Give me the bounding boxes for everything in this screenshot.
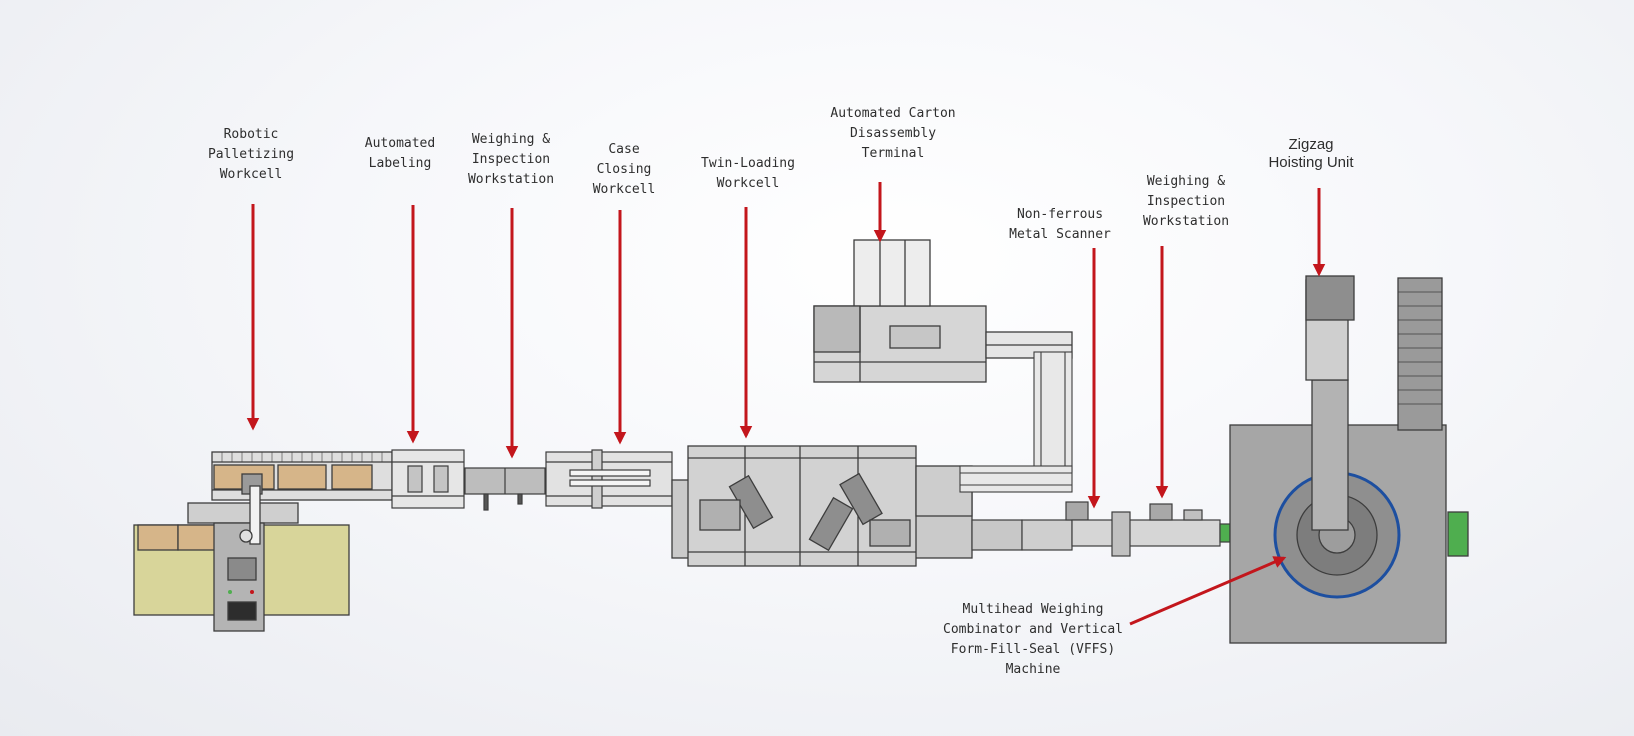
robotic-palletizing-machine: [133, 451, 393, 632]
twin-loading-machine: [671, 445, 973, 567]
label-line: Workstation: [1142, 214, 1230, 229]
label-line: Labeling: [368, 156, 432, 171]
return-conveyor: [959, 351, 1073, 493]
label-line: Automated Carton: [830, 106, 956, 121]
label-multihead-vffs: Multihead Weighing Combinator and Vertic…: [943, 600, 1123, 680]
label-line: Case: [608, 142, 640, 157]
front-conveyor-line: [391, 449, 673, 511]
label-zigzag-hoisting: Zigzag Hoisting Unit: [1268, 136, 1353, 172]
robot-base-frame: [187, 502, 299, 524]
label-line: Workstation: [467, 172, 555, 187]
label-line: Workcell: [219, 167, 283, 182]
zigzag-hopper: [1305, 275, 1355, 321]
label-line: Machine: [1005, 662, 1061, 677]
label-case-closing: Case Closing Workcell: [593, 140, 656, 200]
label-line: Closing: [596, 162, 652, 177]
label-line: Metal Scanner: [1009, 227, 1111, 242]
outfeed-conveyor: [971, 501, 1231, 557]
label-line: Palletizing: [207, 147, 295, 162]
labeling-machine: [391, 449, 465, 509]
label-line: Non-ferrous: [1016, 207, 1104, 222]
label-line: Terminal: [861, 146, 925, 161]
carton: [177, 524, 219, 551]
label-carton-disassembly: Automated Carton Disassembly Terminal: [830, 104, 955, 164]
label-weighing-inspection-2: Weighing & Inspection Workstation: [1143, 172, 1229, 232]
callout-arrows: [246, 182, 1326, 626]
robot-arm-1: [728, 474, 774, 530]
case-closing-machine: [545, 451, 673, 507]
label-line: Robotic: [223, 127, 279, 142]
label-line: Weighing &: [471, 132, 551, 147]
metal-scanner-unit: [1021, 519, 1073, 551]
label-line: Hoisting Unit: [1268, 154, 1354, 171]
carton: [137, 524, 179, 551]
arrow-multihead-vffs: [1129, 556, 1287, 626]
label-metal-scanner: Non-ferrous Metal Scanner: [1009, 205, 1111, 245]
elevator-chute: [1311, 379, 1349, 531]
robot-arm-3: [839, 472, 883, 526]
label-line: Automated: [364, 136, 436, 151]
robot-arm-2: [808, 496, 854, 552]
vffs-machine: [1229, 275, 1469, 644]
label-line: Workcell: [592, 182, 656, 197]
carton-disassembly-machine: [813, 239, 1073, 383]
label-robotic-palletizing: Robotic Palletizing Workcell: [208, 125, 294, 185]
label-line: Twin-Loading: [701, 156, 795, 171]
film-roll: [1447, 511, 1469, 557]
carton: [331, 464, 373, 490]
label-line: Combinator and Vertical: [942, 622, 1124, 637]
stairs: [1397, 277, 1443, 431]
label-line: Disassembly: [849, 126, 937, 141]
label-line: Zigzag: [1288, 136, 1334, 153]
weighing-unit-2: [1071, 519, 1221, 547]
carton: [277, 464, 327, 490]
label-weighing-inspection-1: Weighing & Inspection Workstation: [468, 130, 554, 190]
label-line: Inspection: [471, 152, 551, 167]
label-line: Multihead Weighing: [962, 602, 1104, 617]
label-twin-loading: Twin-Loading Workcell: [701, 154, 795, 194]
label-line: Form-Fill-Seal (VFFS): [950, 642, 1116, 657]
label-line: Workcell: [716, 176, 780, 191]
label-line: Inspection: [1146, 194, 1226, 209]
label-line: Weighing &: [1146, 174, 1226, 189]
label-automated-labeling: Automated Labeling: [365, 134, 435, 174]
